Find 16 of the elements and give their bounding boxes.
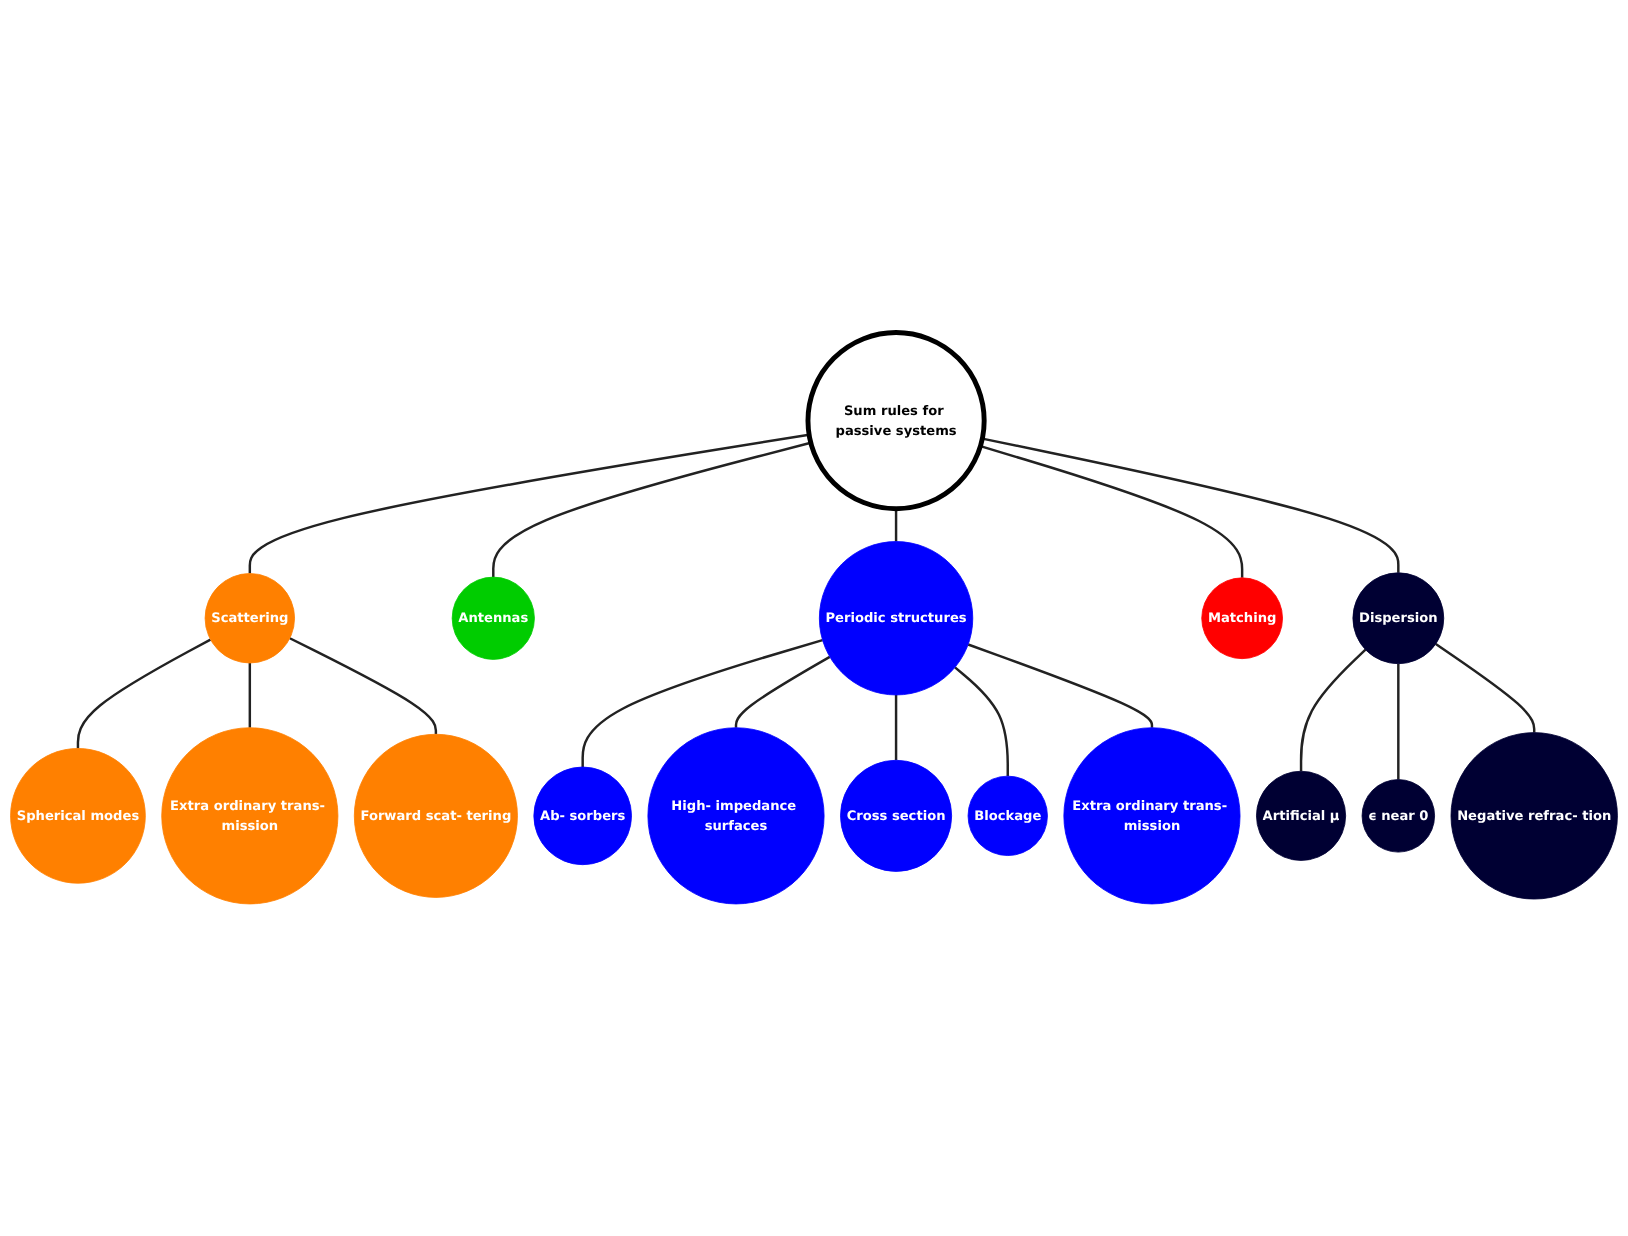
connector-line (581, 638, 823, 767)
connector-line (248, 662, 252, 728)
connector-line (954, 666, 1009, 776)
connector-line (76, 638, 212, 749)
connector-line (1299, 648, 1367, 771)
connector-line (894, 508, 898, 542)
connector-line (248, 433, 810, 574)
connector-line (1435, 642, 1536, 733)
connector-line (289, 636, 438, 735)
connector-line (982, 437, 1400, 573)
connector-line (894, 694, 898, 760)
connector-line (967, 643, 1154, 728)
connector-line (1397, 663, 1400, 780)
connector-line (980, 444, 1244, 578)
connector-line (492, 441, 812, 577)
connector-line (734, 655, 831, 728)
